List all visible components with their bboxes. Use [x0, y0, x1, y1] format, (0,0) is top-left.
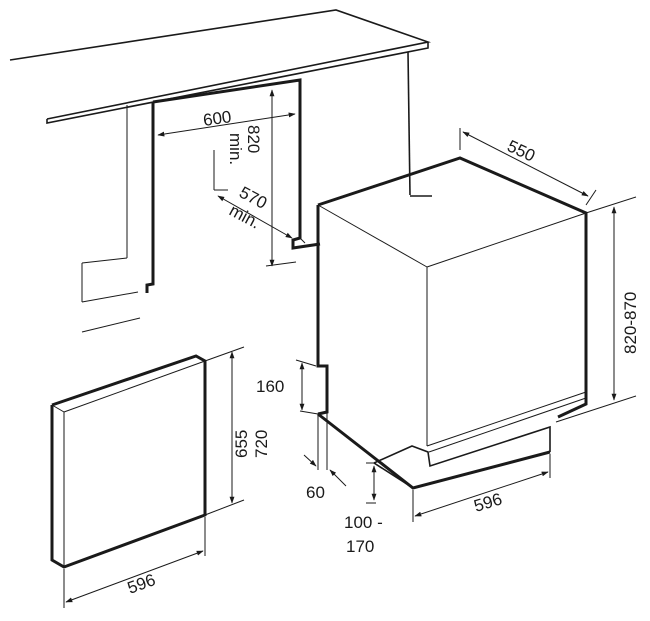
front-cut-depth-label: 60	[306, 483, 325, 502]
countertop	[9, 9, 432, 197]
dimension-panel-height: 655 720	[204, 346, 271, 516]
unit-width-label: 596	[472, 489, 505, 515]
dimension-unit-height: 820-870	[555, 196, 640, 423]
cabinet-left-side	[81, 105, 141, 333]
dimension-front-cut-height: 160	[256, 359, 319, 415]
niche-height-label: 820	[244, 125, 263, 153]
unit-depth-label: 550	[504, 136, 538, 165]
dimension-panel-width: 596	[63, 517, 206, 608]
panel-height-label-2: 720	[252, 430, 271, 458]
front-cut-height-label: 160	[256, 377, 284, 396]
unit-height-label: 820-870	[621, 292, 640, 354]
plinth-height-label-bottom: 170	[346, 537, 374, 556]
dimension-front-cut-depth: 60	[303, 412, 347, 502]
niche-height-note: min.	[226, 133, 245, 165]
dimension-niche-depth: 570 min.	[213, 150, 293, 239]
dimension-niche-width: 600	[157, 107, 296, 137]
dishwasher-unit	[316, 156, 588, 490]
dimension-niche-height: 820 min.	[226, 89, 297, 267]
panel-height-label-1: 655	[232, 430, 251, 458]
door-panel	[50, 354, 207, 569]
niche-opening	[145, 78, 321, 293]
panel-width-label: 596	[125, 570, 158, 598]
plinth-height-label-top: 100 -	[344, 513, 383, 532]
dimension-plinth-height: 100 - 170	[344, 462, 383, 556]
niche-width-label: 600	[202, 107, 233, 130]
